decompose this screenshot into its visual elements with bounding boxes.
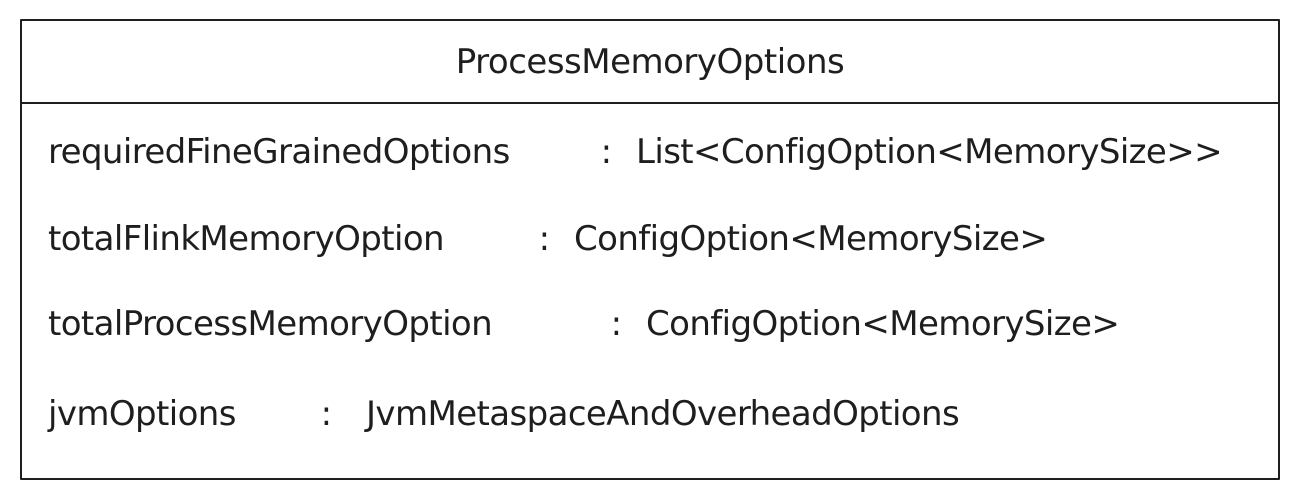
- attribute-type: JvmMetaspaceAndOverheadOptions: [366, 394, 960, 434]
- attribute-name: totalFlinkMemoryOption: [48, 219, 445, 259]
- attribute-row: totalProcessMemoryOption : ConfigOption<…: [48, 302, 1272, 346]
- attribute-separator: :: [600, 132, 612, 172]
- attribute-name: jvmOptions: [48, 394, 236, 434]
- attribute-row: totalFlinkMemoryOption : ConfigOption<Me…: [48, 217, 1272, 261]
- attribute-type: ConfigOption<MemorySize>: [574, 219, 1048, 259]
- attributes-compartment: requiredFineGrainedOptions : List<Config…: [22, 104, 1278, 480]
- class-name: ProcessMemoryOptions: [455, 41, 845, 82]
- attribute-name: totalProcessMemoryOption: [48, 304, 493, 344]
- attribute-separator: :: [320, 394, 332, 434]
- attribute-type: ConfigOption<MemorySize>: [646, 304, 1120, 344]
- attribute-name: requiredFineGrainedOptions: [48, 132, 510, 172]
- attribute-row: requiredFineGrainedOptions : List<Config…: [48, 130, 1272, 174]
- attribute-row: jvmOptions : JvmMetaspaceAndOverheadOpti…: [48, 392, 1272, 436]
- attribute-separator: :: [538, 219, 550, 259]
- uml-class-box: ProcessMemoryOptions requiredFineGrained…: [20, 19, 1280, 480]
- attribute-type: List<ConfigOption<MemorySize>>: [636, 132, 1223, 172]
- class-header: ProcessMemoryOptions: [22, 21, 1278, 104]
- attribute-separator: :: [610, 304, 622, 344]
